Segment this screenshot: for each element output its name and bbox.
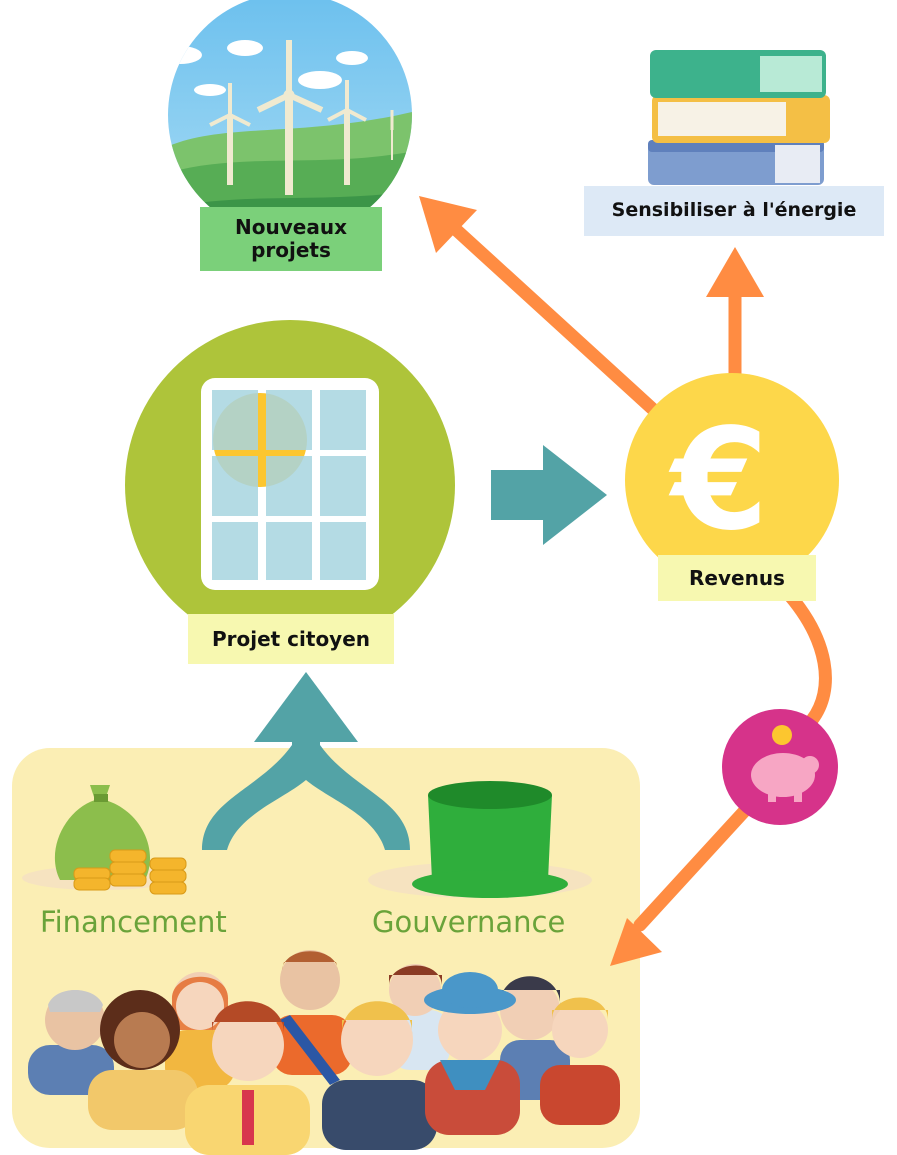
piggy-bank-icon	[722, 709, 838, 825]
top-hat-icon	[368, 781, 592, 898]
person-young-man-tie	[185, 1001, 310, 1155]
node-awareness-label: Sensibiliser à l'énergie	[611, 199, 857, 222]
citizen-project-illustration	[125, 320, 455, 650]
node-new-projects: Nouveaux projets	[200, 207, 382, 271]
arrow-revenue-to-piggy	[778, 583, 832, 727]
arrow-head-awareness	[706, 247, 764, 297]
arrow-piggy-to-community	[633, 798, 757, 932]
node-citizen-project-label: Projet citoyen	[211, 626, 371, 651]
books-icon	[648, 50, 830, 185]
node-revenue-label: Revenus	[689, 565, 785, 590]
arrow-head-new-projects	[419, 196, 477, 253]
node-new-projects-label: Nouveaux projets	[235, 215, 347, 262]
revenue-coin: €	[625, 373, 839, 587]
person-blonde-glasses	[322, 1001, 437, 1150]
financing-caption: Financement	[40, 905, 227, 939]
arrow-head-community	[610, 918, 662, 966]
euro-icon: €	[668, 399, 768, 562]
person-blond-boy	[540, 997, 620, 1125]
person-blue-hat	[424, 972, 520, 1135]
arrow-community-to-project	[202, 672, 410, 850]
people-crowd-illustration	[28, 950, 620, 1155]
node-citizen-project: Projet citoyen	[188, 614, 394, 664]
person-mayor	[272, 950, 352, 1085]
money-bag-icon	[22, 785, 187, 895]
person-curly-woman	[88, 990, 198, 1130]
node-awareness: Sensibiliser à l'énergie	[584, 186, 884, 236]
governance-caption: Gouvernance	[372, 905, 566, 939]
arrow-revenue-to-new-projects	[445, 219, 664, 420]
node-revenue: Revenus	[658, 555, 816, 601]
flow-arrows	[419, 196, 832, 966]
arrow-project-to-revenue	[491, 445, 607, 545]
